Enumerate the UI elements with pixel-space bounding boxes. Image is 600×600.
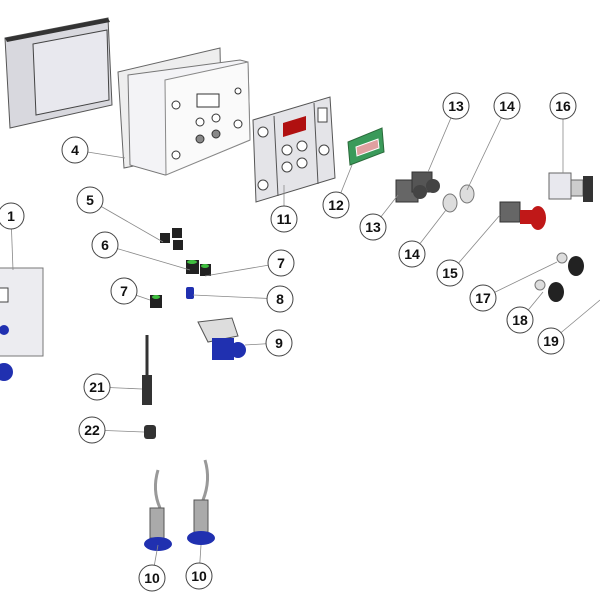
callout-label: 17 bbox=[475, 290, 491, 306]
callout-15: 15 bbox=[436, 259, 464, 287]
callout-label: 8 bbox=[276, 291, 284, 307]
callout-21: 21 bbox=[83, 373, 111, 401]
callout-label: 19 bbox=[543, 333, 559, 349]
callout-label: 11 bbox=[277, 211, 292, 227]
part-selector-knobs bbox=[534, 252, 584, 302]
callout-circle bbox=[549, 92, 577, 120]
part-lenses bbox=[442, 184, 475, 213]
callout-circle bbox=[506, 306, 534, 334]
callout-label: 10 bbox=[191, 568, 207, 584]
callout-label: 16 bbox=[555, 98, 571, 114]
callout-circle bbox=[469, 284, 497, 312]
callout-label: 18 bbox=[512, 312, 528, 328]
callout-label: 5 bbox=[86, 192, 94, 208]
callout-circle bbox=[398, 240, 426, 268]
leader-line bbox=[466, 105, 508, 191]
part-cable-plug bbox=[142, 335, 156, 439]
callout-label: 21 bbox=[89, 379, 105, 395]
callout-circle bbox=[442, 92, 470, 120]
part-pcb bbox=[347, 127, 385, 166]
part-cable-feet bbox=[144, 459, 215, 551]
callout-14: 14 bbox=[493, 92, 521, 120]
callout-circle bbox=[359, 213, 387, 241]
callout-6: 6 bbox=[91, 231, 119, 259]
callout-circle bbox=[138, 564, 166, 592]
callout-19: 19 bbox=[537, 327, 565, 355]
callout-circle bbox=[436, 259, 464, 287]
part-left-enclosure bbox=[0, 267, 44, 381]
callout-16: 16 bbox=[549, 92, 577, 120]
callout-label: 14 bbox=[499, 98, 515, 114]
callout-circle bbox=[266, 285, 294, 313]
callout-label: 22 bbox=[84, 422, 100, 438]
callout-label: 9 bbox=[275, 335, 283, 351]
callout-10: 10 bbox=[185, 562, 213, 590]
part-connector bbox=[197, 317, 246, 360]
callout-11: 11 bbox=[270, 205, 298, 233]
callout-13: 13 bbox=[359, 213, 387, 241]
callout-17: 17 bbox=[469, 284, 497, 312]
callout-label: 7 bbox=[120, 283, 128, 299]
callout-8: 8 bbox=[266, 285, 294, 313]
callout-label: 15 bbox=[442, 265, 458, 281]
callout-18: 18 bbox=[506, 306, 534, 334]
callout-circle bbox=[185, 562, 213, 590]
callout-circle bbox=[267, 249, 295, 277]
callout-circle bbox=[83, 373, 111, 401]
callout-22: 22 bbox=[78, 416, 106, 444]
callout-label: 14 bbox=[404, 246, 420, 262]
callout-label: 10 bbox=[144, 570, 160, 586]
callout-circle bbox=[78, 416, 106, 444]
callout-circle bbox=[61, 136, 89, 164]
part-front-overlay bbox=[252, 96, 336, 203]
callout-circle bbox=[270, 205, 298, 233]
callout-label: 13 bbox=[365, 219, 381, 235]
leader-line bbox=[89, 199, 164, 243]
callout-12: 12 bbox=[322, 191, 350, 219]
callout-label: 6 bbox=[101, 237, 109, 253]
callout-circle bbox=[91, 231, 119, 259]
callout-label: 4 bbox=[71, 142, 79, 158]
callout-14: 14 bbox=[398, 240, 426, 268]
callout-10: 10 bbox=[138, 564, 166, 592]
callout-7: 7 bbox=[267, 249, 295, 277]
callout-circle bbox=[493, 92, 521, 120]
callout-5: 5 bbox=[76, 186, 104, 214]
callout-label: 7 bbox=[277, 255, 285, 271]
part-enclosure bbox=[117, 47, 251, 176]
part-back-panel bbox=[4, 17, 113, 129]
callout-circle bbox=[0, 202, 25, 230]
callout-4: 4 bbox=[61, 136, 89, 164]
callout-7: 7 bbox=[110, 277, 138, 305]
leader-line bbox=[104, 244, 191, 271]
leader-line bbox=[482, 261, 558, 299]
part-cable-glands bbox=[150, 228, 211, 308]
callout-circle bbox=[110, 277, 138, 305]
callout-circle bbox=[322, 191, 350, 219]
callout-label: 13 bbox=[448, 98, 464, 114]
callout-circle bbox=[537, 327, 565, 355]
callout-circle bbox=[76, 186, 104, 214]
leader-line bbox=[192, 294, 281, 300]
part-emergency-stop bbox=[499, 201, 546, 230]
callout-circle bbox=[265, 329, 293, 357]
callout-9: 9 bbox=[265, 329, 293, 357]
callout-label: 12 bbox=[328, 197, 344, 213]
part-selector-switch bbox=[548, 172, 593, 202]
callout-label: 1 bbox=[7, 208, 15, 224]
callout-1: 1 bbox=[0, 202, 25, 230]
part-switch-blocks bbox=[395, 171, 440, 203]
callout-13: 13 bbox=[442, 92, 470, 120]
